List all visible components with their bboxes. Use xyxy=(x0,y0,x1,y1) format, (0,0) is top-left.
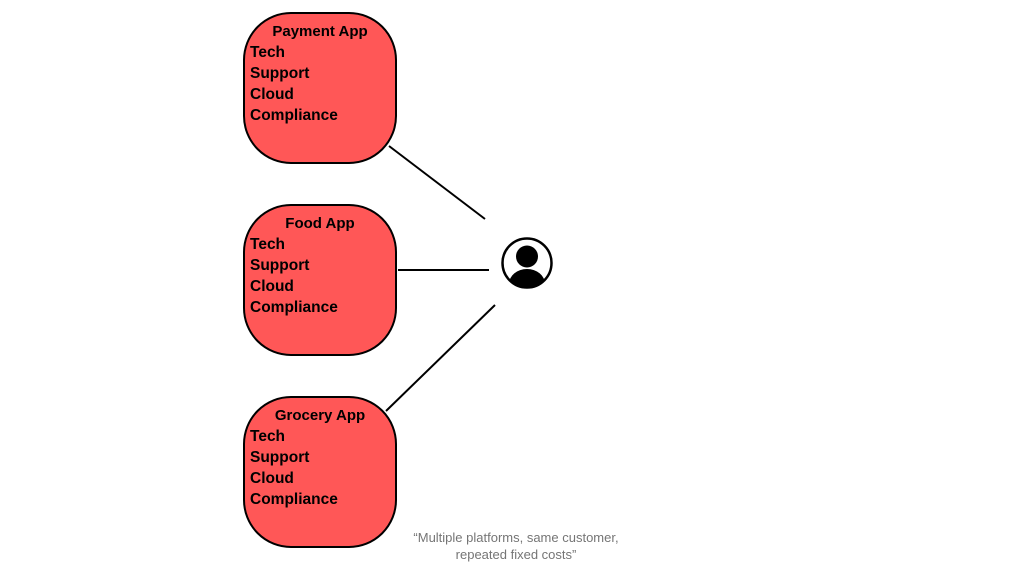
box-item: Tech xyxy=(250,236,286,253)
box-item: Compliance xyxy=(250,107,338,124)
caption-line-2: repeated fixed costs” xyxy=(455,547,577,562)
box-item: Support xyxy=(250,65,310,82)
box-item: Support xyxy=(250,257,310,274)
connector-payment-to-customer xyxy=(388,145,486,220)
box-item: Cloud xyxy=(250,86,294,103)
box-item: Tech xyxy=(250,428,286,445)
box-item: Support xyxy=(250,449,310,466)
app-box-payment: Payment App Tech Support Cloud Complianc… xyxy=(243,12,397,164)
box-title-payment: Payment App xyxy=(272,23,368,40)
caption-line-1: “Multiple platforms, same customer, xyxy=(413,530,619,545)
box-title-food: Food App xyxy=(285,215,355,232)
box-item: Cloud xyxy=(250,278,294,295)
box-item: Compliance xyxy=(250,299,338,316)
box-title-grocery: Grocery App xyxy=(274,407,366,424)
box-item: Cloud xyxy=(250,470,294,487)
connector-grocery-to-customer xyxy=(385,304,496,412)
box-item: Compliance xyxy=(250,491,338,508)
person-icon xyxy=(499,235,555,291)
app-box-grocery: Grocery App Tech Support Cloud Complianc… xyxy=(243,396,397,548)
box-item: Tech xyxy=(250,44,286,61)
caption: “Multiple platforms, same customer, repe… xyxy=(395,529,637,563)
app-box-food: Food App Tech Support Cloud Compliance xyxy=(243,204,397,356)
